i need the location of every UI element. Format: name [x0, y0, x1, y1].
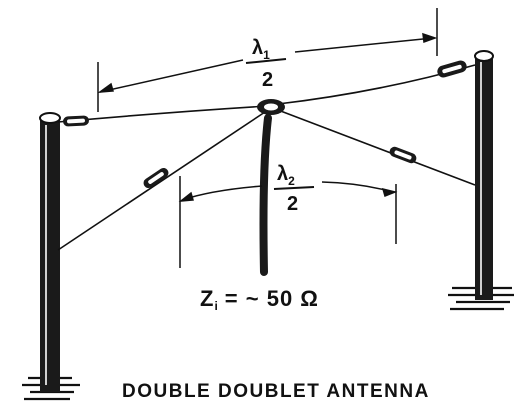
svg-text:λ2: λ2	[277, 163, 295, 188]
dimension-label-2: λ2 2	[273, 163, 315, 215]
svg-text:2: 2	[262, 69, 273, 91]
svg-text:2: 2	[287, 193, 298, 215]
left-mast	[39, 112, 61, 392]
diagram-caption: DOUBLE DOUBLET ANTENNA	[122, 381, 430, 402]
right-mast	[474, 50, 494, 300]
dimension-half-wave-2	[178, 176, 398, 268]
feedpoint-insulator	[257, 99, 285, 115]
dimension-half-wave-1	[97, 8, 438, 112]
dimension-label-1: λ1 2	[245, 37, 287, 91]
coax-feedline	[259, 114, 272, 276]
impedance-label: Zi= ~ 50 Ω	[200, 286, 319, 313]
svg-text:λ1: λ1	[252, 37, 270, 62]
insulators	[63, 60, 467, 189]
